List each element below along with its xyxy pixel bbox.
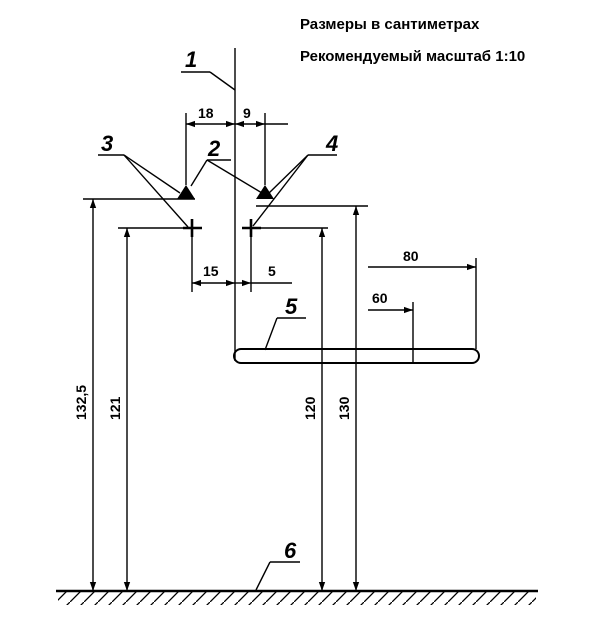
dim-15-label: 15 (203, 263, 219, 279)
cross-marker-right (242, 219, 261, 237)
dim-18-label: 18 (198, 105, 214, 121)
dim-132-5-label: 132,5 (73, 385, 89, 420)
dim-5-label: 5 (268, 263, 276, 279)
floor (56, 589, 538, 605)
leader-lines (98, 71, 337, 591)
extension-lines (83, 113, 477, 363)
dim-120-label: 120 (302, 396, 318, 420)
callout-4: 4 (325, 131, 338, 156)
callout-5: 5 (285, 294, 298, 319)
cross-marker-left (183, 219, 202, 237)
floor-hatching (58, 591, 536, 605)
callout-6: 6 (284, 538, 297, 563)
callout-1: 1 (185, 47, 197, 72)
callout-2: 2 (207, 136, 221, 161)
dimension-lines (89, 120, 476, 591)
dim-130-label: 130 (336, 396, 352, 420)
dim-121-label: 121 (107, 396, 123, 420)
scale-note: Рекомендуемый масштаб 1:10 (300, 48, 525, 65)
units-note: Размеры в сантиметрах (300, 16, 480, 33)
triangle-marker-left (177, 185, 195, 199)
callout-3: 3 (101, 131, 113, 156)
triangle-marker-right (256, 185, 274, 199)
dim-80-label: 80 (403, 248, 419, 264)
dim-9-label: 9 (243, 105, 251, 121)
dim-60-label: 60 (372, 290, 388, 306)
